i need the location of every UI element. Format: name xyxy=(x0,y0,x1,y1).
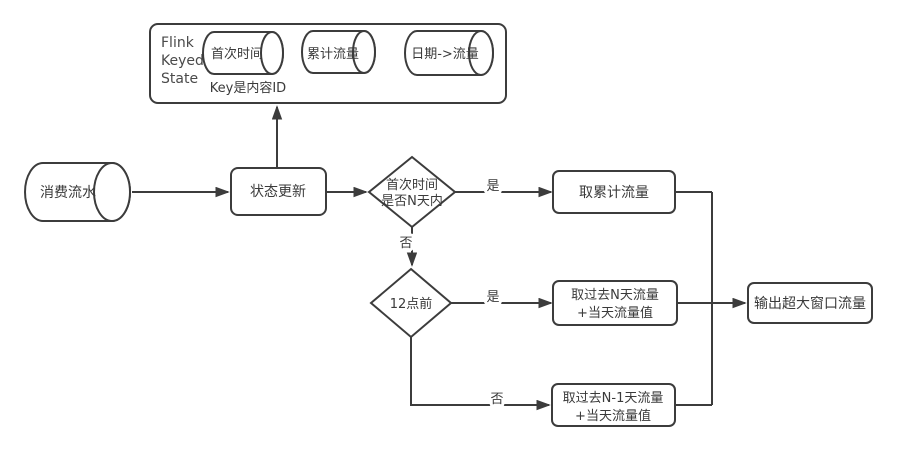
output-label: 输出超大窗口流量 xyxy=(754,295,866,312)
source-cylinder: 消费流水 xyxy=(24,162,131,222)
cylinder-label: 日期->流量 xyxy=(411,47,479,62)
take-past-n-days-box xyxy=(552,280,678,326)
state-update-label: 状态更新 xyxy=(250,184,306,200)
decision-before-noon-node: 12点前 xyxy=(369,267,453,339)
take-past-n-days-line2: +当天流量值 xyxy=(577,305,653,321)
decision-label-line1: 首次时间 xyxy=(386,177,438,193)
edge-label-no1: 否 xyxy=(399,236,412,251)
take-past-n-days-line1: 取过去N天流量 xyxy=(571,288,659,303)
take-past-n-minus-1-days-box xyxy=(551,383,676,427)
state-cylinder-cumulative: 累计流量 xyxy=(301,30,376,74)
decision-diamond xyxy=(369,267,453,339)
cylinder-cap xyxy=(468,30,494,76)
output-node: 输出超大窗口流量 xyxy=(747,282,873,324)
state-cylinder-date-flow: 日期->流量 xyxy=(404,30,494,76)
take-past-n-days-node: 取过去N天流量 +当天流量值 xyxy=(552,280,678,326)
state-update-box xyxy=(230,167,327,216)
flink-keyed-state-container: Flink Keyed State 首次时间 累计流量 日期->流量 Ke xyxy=(149,23,507,104)
edge-label-no2: 否 xyxy=(490,392,503,407)
decision-diamond xyxy=(367,155,457,229)
edge-decision2-no xyxy=(410,337,549,405)
key-note-label: Key是内容ID xyxy=(210,80,286,96)
state-cylinder-first-time: 首次时间 xyxy=(202,31,284,75)
edge-label-yes2: 是 xyxy=(486,290,499,305)
take-cumulative-box xyxy=(552,170,676,214)
decision-first-time-node: 首次时间 是否N天内 xyxy=(367,155,457,229)
take-cumulative-label: 取累计流量 xyxy=(579,185,649,201)
cylinder-label: 首次时间 xyxy=(211,46,263,62)
cylinder-cap xyxy=(352,30,376,74)
flink-title-line3: State xyxy=(161,71,198,87)
cylinder-cap xyxy=(260,31,284,75)
cylinder-cap xyxy=(93,162,131,222)
take-past-n-minus-1-days-node: 取过去N-1天流量 +当天流量值 xyxy=(551,383,676,427)
decision-label-line2: 是否N天内 xyxy=(381,193,443,209)
output-box xyxy=(747,282,873,324)
state-update-node: 状态更新 xyxy=(230,167,327,216)
cylinder-label: 累计流量 xyxy=(307,47,359,62)
edge-label-yes1: 是 xyxy=(486,179,499,194)
take-past-n-minus-1-line1: 取过去N-1天流量 xyxy=(563,391,664,406)
take-past-n-minus-1-line2: +当天流量值 xyxy=(575,408,651,424)
decision-label: 12点前 xyxy=(390,296,433,312)
source-label: 消费流水 xyxy=(40,185,96,201)
take-cumulative-node: 取累计流量 xyxy=(552,170,676,214)
flink-title-line1: Flink xyxy=(161,35,195,51)
flink-title-line2: Keyed xyxy=(161,53,204,69)
